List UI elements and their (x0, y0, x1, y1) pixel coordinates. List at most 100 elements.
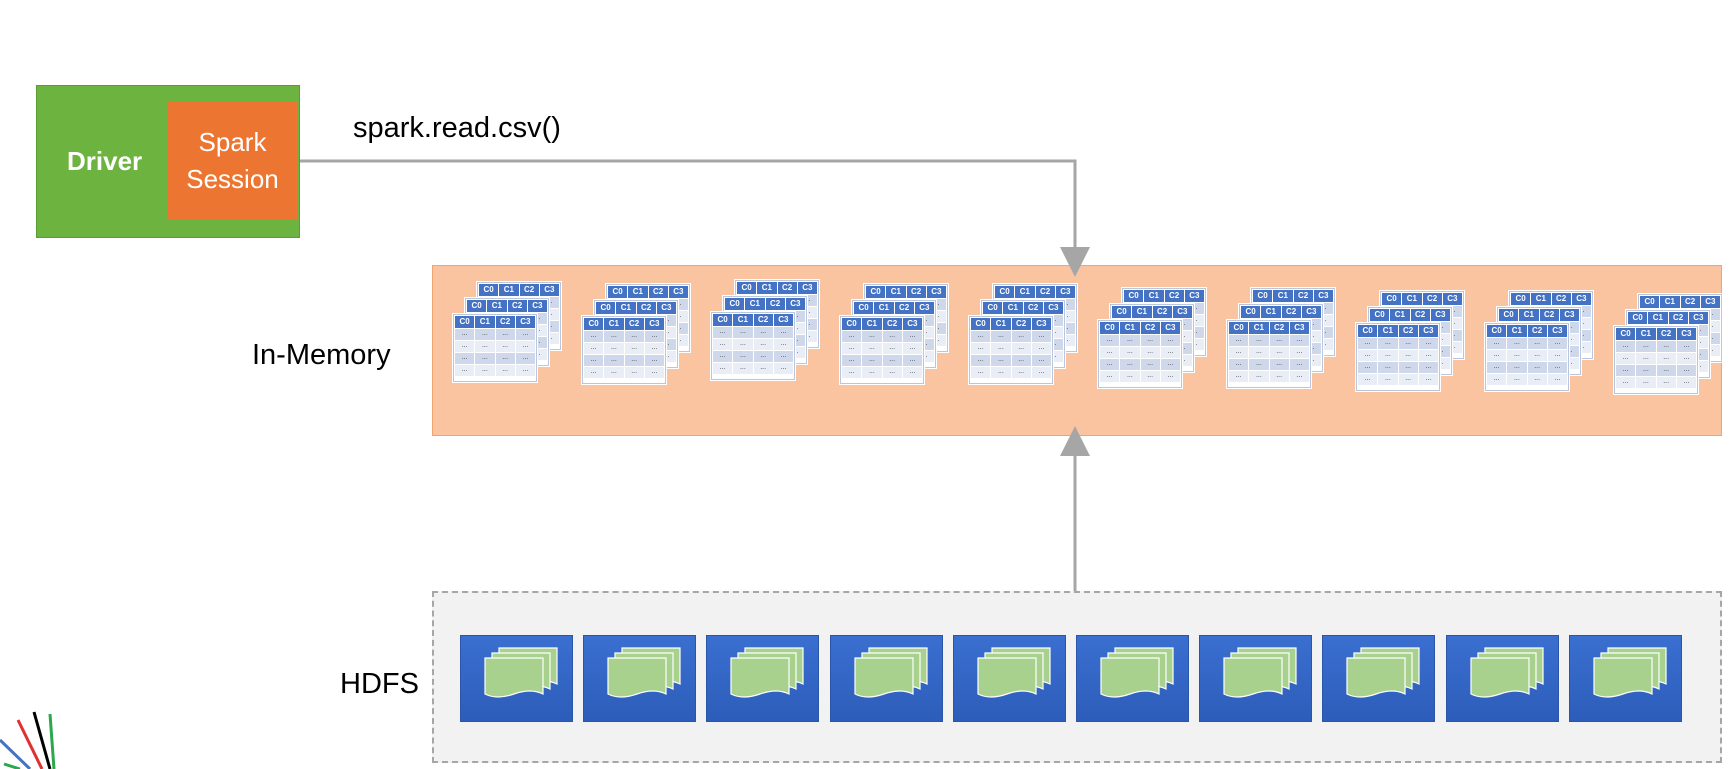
table-cell: ... (1140, 359, 1160, 370)
table-cell: ... (644, 343, 664, 354)
table-cell: ... (1688, 361, 1708, 372)
partition-stack: C0C1C2C3................................… (1356, 291, 1464, 391)
table-cell: ... (1120, 347, 1140, 358)
table-cell: ... (1636, 377, 1656, 388)
hdfs-block (1568, 635, 1682, 722)
table-cell: ... (971, 367, 991, 378)
column-header: C0 (1370, 309, 1390, 321)
table-cell: ... (1100, 371, 1120, 382)
column-header: C1 (862, 318, 882, 330)
table-cell: ... (753, 327, 773, 338)
column-header: C3 (914, 302, 934, 314)
column-header: C0 (983, 302, 1003, 314)
table-cell: ... (1616, 365, 1636, 376)
column-header: C0 (725, 298, 745, 310)
column-header: C2 (1035, 286, 1055, 298)
table-cell: ... (914, 351, 934, 362)
table-row: ............ (841, 343, 923, 355)
table-cell: ... (604, 367, 624, 378)
table-cell: ... (1636, 341, 1656, 352)
column-header: C0 (1229, 322, 1249, 334)
file-sheet (607, 657, 667, 698)
hdfs-band (432, 591, 1722, 763)
hdfs-block (706, 635, 820, 722)
column-header: C2 (1140, 322, 1160, 334)
column-header: C2 (624, 318, 644, 330)
table-row: ............ (1357, 374, 1439, 386)
table-cell: ... (1055, 311, 1075, 322)
table-cell: ... (1527, 350, 1547, 361)
table-cell: ... (455, 329, 475, 340)
column-header: C3 (1547, 325, 1567, 337)
table-cell: ... (753, 351, 773, 362)
table-cell: ... (1430, 358, 1450, 369)
column-header: C1 (1660, 296, 1680, 308)
table-cell: ... (1249, 347, 1269, 358)
file-sheet (1469, 657, 1530, 698)
column-header: C2 (507, 300, 527, 312)
table-cell: ... (1172, 319, 1192, 330)
partition-stack: C0C1C2C3................................… (1485, 291, 1593, 391)
column-header: C3 (1313, 290, 1333, 302)
column-header: C3 (1043, 302, 1063, 314)
table-cell: ... (1676, 365, 1696, 376)
in-memory-band: C0C1C2C3................................… (432, 265, 1722, 436)
column-header: C2 (882, 318, 902, 330)
column-header: C2 (765, 298, 785, 310)
table-cell: ... (1378, 350, 1398, 361)
table-cell: ... (1289, 347, 1309, 358)
in-memory-label: In-Memory (252, 339, 391, 371)
table-cell: ... (527, 313, 547, 324)
table-cell: ... (515, 341, 535, 352)
table-cell: ... (773, 363, 793, 374)
column-header: C1 (886, 286, 906, 298)
partition-stack: C0C1C2C3................................… (582, 284, 690, 384)
table-cell: ... (455, 353, 475, 364)
table-cell: ... (604, 355, 624, 366)
column-header: C2 (1281, 306, 1301, 318)
table-cell: ... (1378, 374, 1398, 385)
table-cell: ... (1289, 335, 1309, 346)
table-cell: ... (713, 363, 733, 374)
partition-stack: C0C1C2C3................................… (969, 284, 1077, 384)
table-cell: ... (1688, 349, 1708, 360)
file-stack-icon (1469, 647, 1544, 698)
table-cell: ... (1358, 338, 1378, 349)
table-cell: ... (1289, 371, 1309, 382)
table-cell: ... (1043, 339, 1063, 350)
table-cell: ... (1559, 334, 1579, 345)
table-cell: ... (1313, 327, 1333, 338)
hdfs-block (460, 635, 573, 722)
table-cell: ... (1100, 347, 1120, 358)
table-cell: ... (475, 341, 495, 352)
table-row: ............ (712, 363, 794, 375)
table-cell: ... (862, 331, 882, 342)
table-cell: ... (914, 327, 934, 338)
partition-stack: C0C1C2C3................................… (1227, 288, 1335, 388)
column-header: C0 (1487, 325, 1507, 337)
column-header: C2 (1551, 293, 1571, 305)
table-cell: ... (539, 309, 559, 320)
column-header: C1 (1507, 325, 1527, 337)
table-cell: ... (1249, 335, 1269, 346)
column-header: C3 (644, 318, 664, 330)
table-cell: ... (515, 353, 535, 364)
table-cell: ... (1249, 359, 1269, 370)
table-row: ............ (1615, 365, 1697, 377)
column-header: C0 (1511, 293, 1531, 305)
